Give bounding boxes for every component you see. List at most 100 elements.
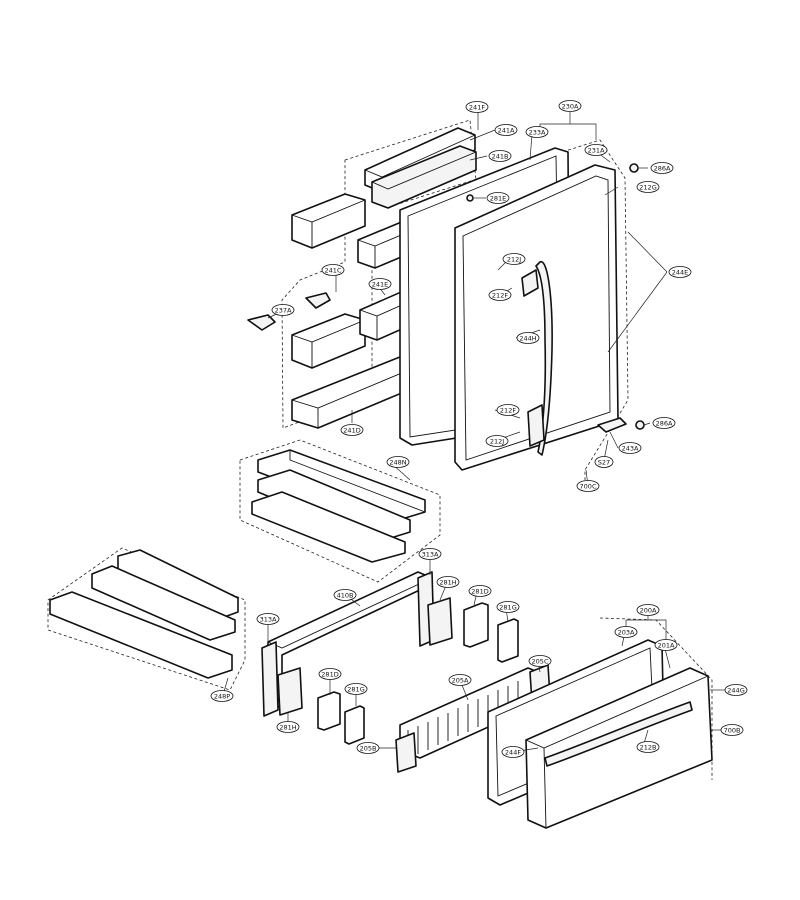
callout-244H: 244H (516, 332, 540, 344)
callout-233A: 233A (525, 126, 549, 138)
hinge-243A (597, 417, 627, 433)
callout-212J-bottom-text: 212J (490, 437, 504, 445)
callout-203A-text: 203A (618, 628, 635, 636)
callout-230A: 230A (558, 100, 582, 112)
upper-door-assembly (247, 119, 645, 480)
callout-205C: 205C (528, 655, 552, 667)
callout-212B: 212B (636, 741, 660, 753)
callout-313A-right-text: 313A (422, 550, 439, 558)
door-cup-241C-top (291, 193, 366, 249)
handle-bracket-top (521, 269, 539, 297)
drawer-door-assembly (487, 617, 713, 829)
screw-286A-bottom (635, 420, 645, 430)
block-281G-bottom (344, 705, 365, 745)
callout-241F-text: 241F (469, 103, 485, 111)
callout-244G-text: 244G (727, 686, 744, 694)
callout-244F-text: 244F (505, 748, 521, 756)
callout-237A: 237A (271, 304, 295, 316)
callout-241C: 241C (321, 264, 345, 276)
callout-248P-text: 248P (214, 692, 230, 700)
rail-set-248P-outline (47, 547, 246, 691)
callout-281H-bottom-text: 281H (279, 723, 296, 731)
callout-281G-top-text: 281G (499, 603, 516, 611)
callout-200A-text: 200A (640, 606, 657, 614)
callout-241B-text: 241B (492, 152, 509, 160)
callout-313A-right: 313A (418, 548, 442, 560)
callout-244G: 244G (724, 684, 748, 696)
callout-212F-bottom-text: 212F (500, 406, 516, 414)
callout-230A-text: 230A (562, 102, 579, 110)
callout-281D-top: 281D (468, 585, 492, 597)
callout-241D: 241D (340, 424, 364, 436)
callout-281G-top: 281G (496, 601, 520, 613)
callout-281D-top-text: 281D (471, 587, 488, 595)
callout-241D-text: 241D (343, 426, 360, 434)
callout-231A: 231A (584, 144, 608, 156)
callout-200A: 200A (636, 604, 660, 616)
callout-286A-top: 286A (650, 162, 674, 174)
callout-201A-text: 201A (658, 641, 675, 649)
door-bin-241B (371, 145, 477, 209)
callout-205A-text: 205A (452, 676, 469, 684)
callout-286A-top-text: 286A (654, 164, 671, 172)
door-cup-241C-bottom (291, 313, 366, 369)
callout-700C-text: 700C (580, 482, 597, 490)
callout-201A: 201A (654, 639, 678, 651)
callout-281H-top-text: 281H (439, 578, 456, 586)
callout-241E: 241E (368, 278, 392, 290)
callout-212G: 212G (636, 181, 660, 193)
callout-212F-bottom: 212F (496, 404, 520, 416)
callout-700B-text: 700B (724, 726, 741, 734)
callout-212F-top: 212F (488, 289, 512, 301)
callout-243A: 243A (618, 442, 642, 454)
callout-244E: 244E (668, 266, 692, 278)
callout-241A: 241A (494, 124, 518, 136)
drawer-frame-410B (261, 571, 519, 745)
screw-286A-top (629, 163, 639, 173)
basket-end-205B (395, 732, 417, 773)
callout-410B-text: 410B (337, 591, 354, 599)
callout-700C: 700C (576, 480, 600, 492)
block-281D-top (463, 602, 489, 648)
callout-281D-bottom: 281D (318, 668, 342, 680)
block-281D-bottom (317, 691, 341, 731)
drawer-panel-201A (525, 667, 713, 829)
callout-281H-bottom: 281H (276, 721, 300, 733)
callout-241F: 241F (465, 101, 489, 113)
callout-241A-text: 241A (498, 126, 515, 134)
callout-281E-text: 281E (490, 194, 507, 202)
callout-205A: 205A (448, 674, 472, 686)
callout-212J-top: 212J (502, 253, 526, 265)
callout-281H-top: 281H (436, 576, 460, 588)
callout-212B-text: 212B (640, 743, 657, 751)
callout-212J-top-text: 212J (507, 255, 521, 263)
callout-286A-bottom: 286A (652, 417, 676, 429)
callout-244F: 244F (501, 746, 525, 758)
callout-248N-text: 248N (389, 458, 406, 466)
rail-set-248N (239, 439, 441, 583)
handle-bracket-bottom (527, 404, 545, 447)
callout-241B: 241B (488, 150, 512, 162)
callout-212F-top-text: 212F (492, 291, 508, 299)
block-281G-top (497, 618, 519, 663)
callout-281G-bottom: 281G (344, 683, 368, 695)
slide-313A-left (261, 641, 279, 717)
knob-237A (247, 292, 331, 331)
callout-241E-text: 241E (372, 280, 389, 288)
rail-set-248P (47, 547, 246, 691)
bracket-281H-bottom (277, 667, 303, 716)
callout-248P: 248P (210, 690, 234, 702)
callout-233A-text: 233A (529, 128, 546, 136)
callout-241C-text: 241C (325, 266, 342, 274)
callout-248N: 248N (386, 456, 410, 468)
callout-281D-bottom-text: 281D (321, 670, 338, 678)
callout-243A-text: 243A (622, 444, 639, 452)
callout-S27-text: S27 (598, 458, 610, 466)
callout-205B-text: 205B (360, 744, 377, 752)
callout-S27: S27 (594, 456, 614, 468)
callout-205C-text: 205C (532, 657, 549, 665)
callout-313A-left-text: 313A (260, 615, 277, 623)
callout-212G-text: 212G (639, 183, 656, 191)
callout-281E: 281E (486, 192, 510, 204)
callout-203A: 203A (614, 626, 638, 638)
